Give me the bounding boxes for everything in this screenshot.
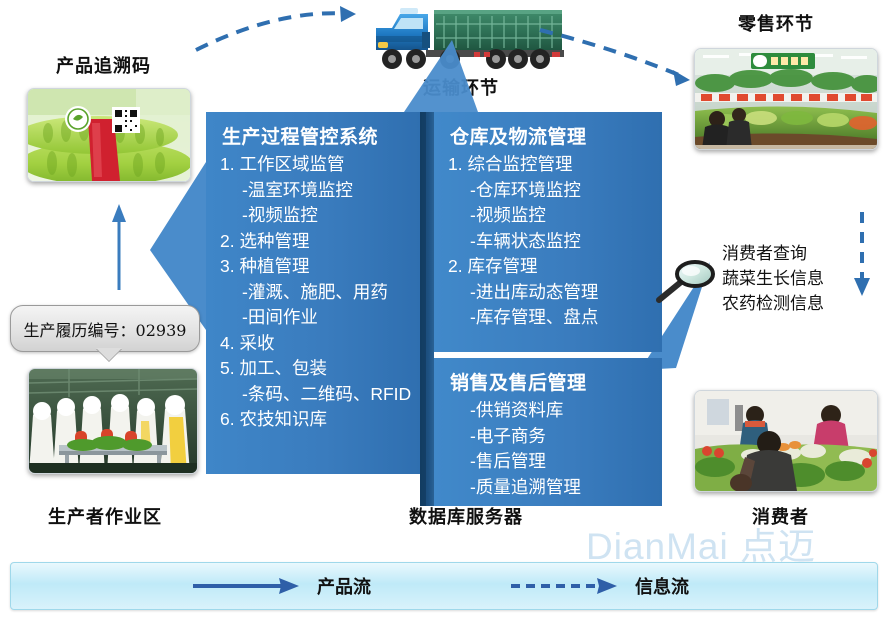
market-image bbox=[695, 391, 877, 491]
production-record-text: 生产履历编号：02939 bbox=[23, 320, 187, 340]
supermarket-photo bbox=[694, 48, 878, 150]
panel-list-item[interactable]: 5. 加工、包装 bbox=[220, 358, 327, 378]
consumer-query-line-3: 农药检测信息 bbox=[722, 294, 824, 314]
label-producer-area: 生产者作业区 bbox=[48, 507, 162, 528]
panel-list-item[interactable]: -质量追溯管理 bbox=[470, 476, 581, 497]
bitter-gourd-photo bbox=[27, 88, 191, 182]
supermarket-image bbox=[695, 49, 877, 149]
watermark: DianMai 点迈 bbox=[586, 526, 816, 567]
server-spine-shadow bbox=[420, 112, 426, 506]
panel-list-item[interactable]: -供销资料库 bbox=[470, 400, 564, 420]
panel-list-item[interactable]: -车辆状态监控 bbox=[470, 230, 581, 251]
bitter-gourd-image bbox=[28, 89, 190, 181]
magnifier-icon bbox=[655, 258, 715, 304]
solid-arrow-icon bbox=[193, 578, 299, 594]
panel-sales-aftersales[interactable]: 销售及售后管理 -供销资料库 -电子商务 -售后管理 -质量追溯管理 bbox=[434, 358, 662, 506]
panel-production-title: 生产过程管控系统 bbox=[222, 127, 379, 148]
panel-list-item[interactable]: -条码、二维码、RFID bbox=[242, 383, 412, 404]
panel-list-item[interactable]: -视频监控 bbox=[470, 205, 546, 225]
panel-list-item[interactable]: -库存管理、盘点 bbox=[470, 307, 599, 327]
label-transport: 运输环节 bbox=[423, 78, 499, 99]
consumer-query-text: 消费者查询 蔬菜生长信息 农药检测信息 bbox=[722, 242, 824, 317]
panel-list-item[interactable]: -仓库环境监控 bbox=[470, 179, 581, 200]
dashed-arrowhead-down bbox=[854, 278, 870, 296]
consumer-query-line-1: 消费者查询 bbox=[722, 244, 807, 264]
panel-list-item[interactable]: 1. 工作区域监管 bbox=[220, 154, 345, 174]
label-retail: 零售环节 bbox=[738, 14, 814, 35]
legend-product-flow-label: 产品流 bbox=[317, 577, 371, 598]
panel-list-item[interactable]: -灌溉、施肥、用药 bbox=[242, 281, 388, 302]
panel-list-item[interactable]: -电子商务 bbox=[470, 425, 546, 446]
legend-info-flow-label: 信息流 bbox=[635, 577, 689, 598]
arrow-producer-up bbox=[112, 204, 126, 290]
legend-bar: 产品流 信息流 bbox=[10, 562, 878, 610]
consumer-query-line-2: 蔬菜生长信息 bbox=[722, 269, 824, 289]
panel-sales-list: -供销资料库 -电子商务 -售后管理 -质量追溯管理 bbox=[448, 398, 650, 500]
panel-list-item[interactable]: -视频监控 bbox=[242, 205, 318, 225]
panel-list-item[interactable]: -售后管理 bbox=[470, 451, 546, 471]
panel-warehouse-list: 1. 综合监控管理 -仓库环境监控 -视频监控 -车辆状态监控 2. 库存管理 -进出库动… bbox=[448, 152, 650, 331]
label-trace-code: 产品追溯码 bbox=[56, 56, 151, 77]
panel-warehouse-logistics[interactable]: 仓库及物流管理 1. 综合监控管理 -仓库环境监控 -视频监控 -车辆状态监控 2. 库… bbox=[434, 112, 662, 352]
panel-list-item[interactable]: 2. 选种管理 bbox=[220, 230, 310, 251]
delivery-truck-photo bbox=[366, 2, 586, 82]
legend-info-flow: 信息流 bbox=[509, 573, 689, 599]
label-consumer: 消费者 bbox=[752, 507, 809, 528]
producer-image bbox=[29, 369, 197, 473]
producer-work-area-photo bbox=[28, 368, 198, 474]
dashed-trace-to-truck bbox=[195, 11, 353, 52]
legend-product-flow: 产品流 bbox=[191, 573, 371, 599]
dashed-arrowhead-retail bbox=[673, 70, 690, 86]
label-database-server: 数据库服务器 bbox=[409, 507, 523, 528]
dashed-arrowhead-truck bbox=[340, 6, 356, 22]
dashed-arrow-icon bbox=[511, 578, 617, 594]
production-record-tail bbox=[96, 348, 122, 361]
panel-list-item[interactable]: 2. 库存管理 bbox=[448, 256, 538, 276]
panel-list-item[interactable]: -田间作业 bbox=[242, 307, 318, 327]
panel-sales-title: 销售及售后管理 bbox=[450, 373, 587, 394]
panel-list-item[interactable]: 6. 农技知识库 bbox=[220, 409, 327, 429]
panel-production-list: 1. 工作区域监管 -温室环境监控 -视频监控 2. 选种管理 3. 种植管理 -灌溉、施… bbox=[220, 152, 412, 433]
panel-warehouse-title: 仓库及物流管理 bbox=[450, 127, 587, 148]
truck-image bbox=[376, 8, 564, 69]
panel-list-item[interactable]: -进出库动态管理 bbox=[470, 281, 599, 302]
panel-list-item[interactable]: 3. 种植管理 bbox=[220, 256, 310, 276]
production-record-badge: 生产履历编号：02939 bbox=[10, 305, 200, 352]
panel-list-item[interactable]: 4. 采收 bbox=[220, 332, 275, 353]
panel-production-management[interactable]: 生产过程管控系统 1. 工作区域监管 -温室环境监控 -视频监控 2. 选种管理 3. … bbox=[206, 112, 420, 474]
consumer-market-photo bbox=[694, 390, 878, 492]
panel-list-item[interactable]: -温室环境监控 bbox=[242, 179, 353, 200]
panel-list-item[interactable]: 1. 综合监控管理 bbox=[448, 154, 573, 174]
